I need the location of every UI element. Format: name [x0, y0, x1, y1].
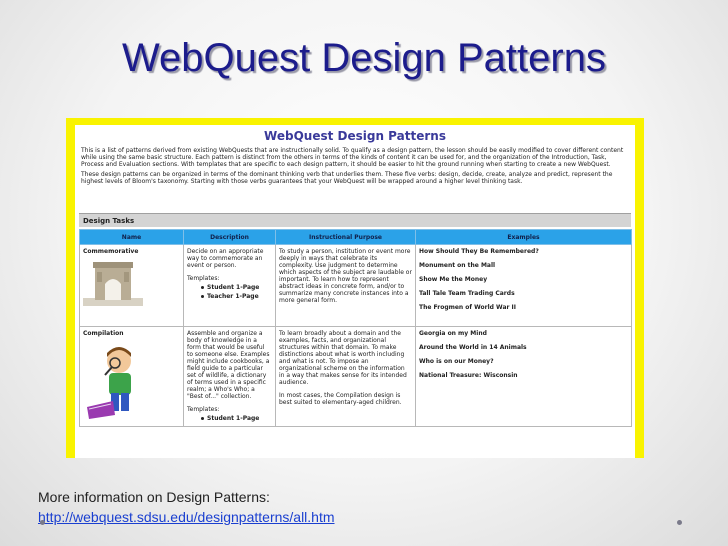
pattern-name: Compilation — [83, 330, 124, 337]
example-link[interactable]: How Should They Be Remembered? — [419, 248, 539, 255]
column-header: Description — [183, 229, 276, 245]
design-patterns-link[interactable]: http://webquest.sdsu.edu/designpatterns/… — [38, 509, 335, 525]
intro-paragraph-2: These design patterns can be organized i… — [81, 171, 613, 185]
example-link[interactable]: Monument on the Mall — [419, 262, 496, 269]
table-row: Compilation Assemble and organize — [79, 326, 632, 427]
table-header-row: Name Description Instructional Purpose E… — [79, 229, 632, 245]
webpage-content: WebQuest Design Patterns This is a list … — [75, 125, 635, 458]
bullet-dot-left — [40, 520, 45, 525]
pattern-description: Decide on an appropriate way to commemor… — [187, 248, 264, 269]
example-link[interactable]: Tall Tale Team Trading Cards — [419, 290, 515, 297]
section-heading: Design Tasks — [79, 213, 631, 227]
template-link[interactable]: Teacher 1-Page — [207, 293, 259, 300]
pattern-name: Commemorative — [83, 248, 139, 255]
footer-label: More information on Design Patterns: — [38, 489, 270, 505]
example-link[interactable]: National Treasure: Wisconsin — [419, 372, 518, 379]
intro-text: This is a list of patterns derived from … — [81, 147, 629, 185]
example-link[interactable]: Georgia on my Mind — [419, 330, 487, 337]
example-link[interactable]: Show Me the Money — [419, 276, 488, 283]
column-header: Name — [79, 229, 184, 245]
instructional-purpose-note: In most cases, the Compilation design is… — [279, 392, 402, 406]
intro-paragraph-1: This is a list of patterns derived from … — [81, 147, 624, 168]
templates-label: Templates: — [187, 275, 220, 282]
example-link[interactable]: Who is on our Money? — [419, 358, 494, 365]
webpage-screenshot: WebQuest Design Patterns This is a list … — [66, 118, 644, 458]
patterns-table: Name Description Instructional Purpose E… — [79, 229, 632, 427]
instructional-purpose: To learn broadly about a domain and the … — [279, 330, 407, 386]
slide-title: WebQuest Design Patterns — [122, 36, 606, 80]
template-link[interactable]: Student 1-Page — [207, 415, 260, 422]
templates-label: Templates: — [187, 406, 220, 413]
arch-image — [83, 262, 143, 306]
example-link[interactable]: Around the World in 14 Animals — [419, 344, 527, 351]
bullet-dot-right — [677, 520, 682, 525]
table-row: Commemorative Decide on an appropriate w… — [79, 244, 632, 327]
boy-reading-image — [87, 347, 131, 419]
column-header: Instructional Purpose — [275, 229, 416, 245]
page-title: WebQuest Design Patterns — [264, 129, 446, 143]
column-header: Examples — [415, 229, 632, 245]
template-link[interactable]: Student 1-Page — [207, 284, 260, 291]
example-link[interactable]: The Frogmen of World War II — [419, 304, 517, 311]
pattern-description: Assemble and organize a body of knowledg… — [187, 330, 270, 400]
instructional-purpose: To study a person, institution or event … — [279, 248, 412, 304]
